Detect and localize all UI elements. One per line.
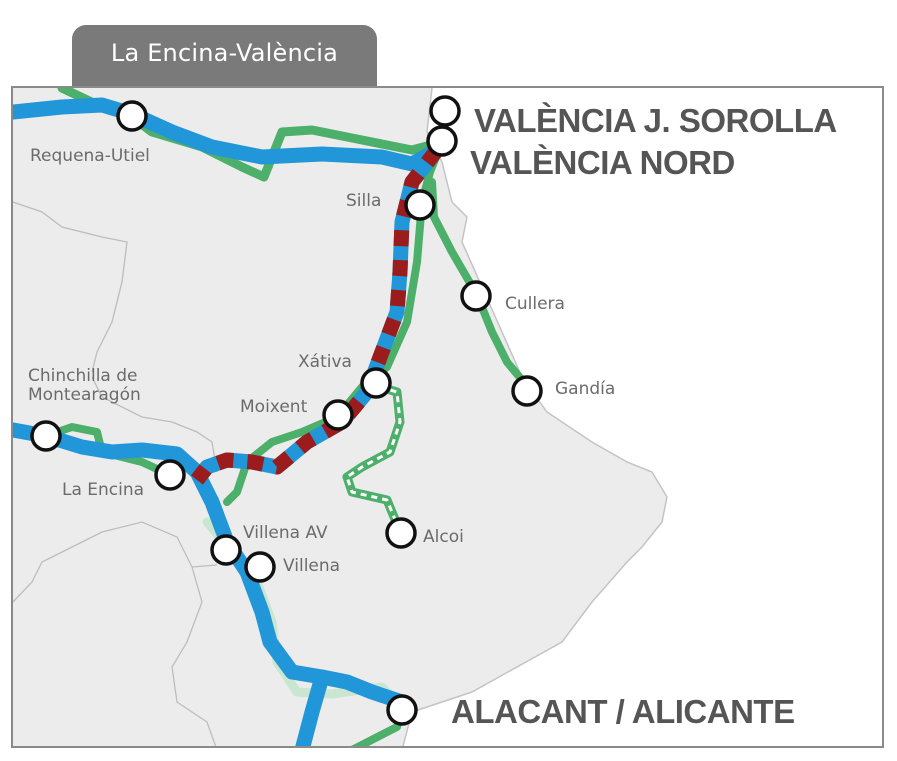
station-villena-av xyxy=(210,534,242,566)
rail-map: VALÈNCIA J. SOROLLA VALÈNCIA NORD Requen… xyxy=(11,86,884,748)
label-alicante: ALACANT / ALICANTE xyxy=(451,693,795,730)
station-requena xyxy=(116,100,148,132)
high-speed-works-dash xyxy=(191,145,443,485)
label-villena: Villena xyxy=(283,556,341,576)
province-border xyxy=(13,521,218,603)
label-silla: Silla xyxy=(346,191,382,211)
station-gandia xyxy=(511,375,543,407)
label-gandia: Gandía xyxy=(555,379,616,399)
high-speed-line xyxy=(13,97,445,172)
station-cullera xyxy=(460,280,492,312)
station-villena xyxy=(244,551,276,583)
label-alcoi: Alcoi xyxy=(423,527,464,547)
coastline xyxy=(402,88,668,746)
station-alcoi xyxy=(385,517,417,549)
province-border xyxy=(13,201,128,373)
label-xativa: Xátiva xyxy=(298,352,352,372)
label-valencia-sorolla: VALÈNCIA J. SOROLLA xyxy=(474,102,837,139)
label-requena: Requena-Utiel xyxy=(30,146,150,166)
high-speed-line xyxy=(295,669,330,746)
station-alicante xyxy=(386,694,418,726)
alcoi-line-dashes xyxy=(345,385,402,533)
label-moixent: Moixent xyxy=(240,397,308,417)
label-chinchilla-2: Montearagón xyxy=(28,385,141,405)
map-title-tab: La Encina-València xyxy=(72,25,377,87)
map-canvas xyxy=(13,88,668,746)
station-valencia-nord xyxy=(426,125,458,157)
station-markers xyxy=(30,95,543,726)
station-chinchilla xyxy=(30,420,62,452)
label-chinchilla-1: Chinchilla de xyxy=(28,366,138,386)
province-border xyxy=(171,566,217,746)
station-silla xyxy=(404,189,436,221)
station-valencia-sorolla xyxy=(429,95,461,127)
station-la-encina xyxy=(154,459,186,491)
label-cullera: Cullera xyxy=(505,294,565,314)
station-xativa xyxy=(360,367,392,399)
conventional-line xyxy=(428,178,531,396)
label-valencia-nord: VALÈNCIA NORD xyxy=(470,144,735,181)
station-moixent xyxy=(322,399,354,431)
province-border xyxy=(91,376,218,473)
conventional-line xyxy=(42,423,174,479)
label-villena-av: Villena AV xyxy=(243,523,328,543)
label-la-encina: La Encina xyxy=(62,480,145,500)
